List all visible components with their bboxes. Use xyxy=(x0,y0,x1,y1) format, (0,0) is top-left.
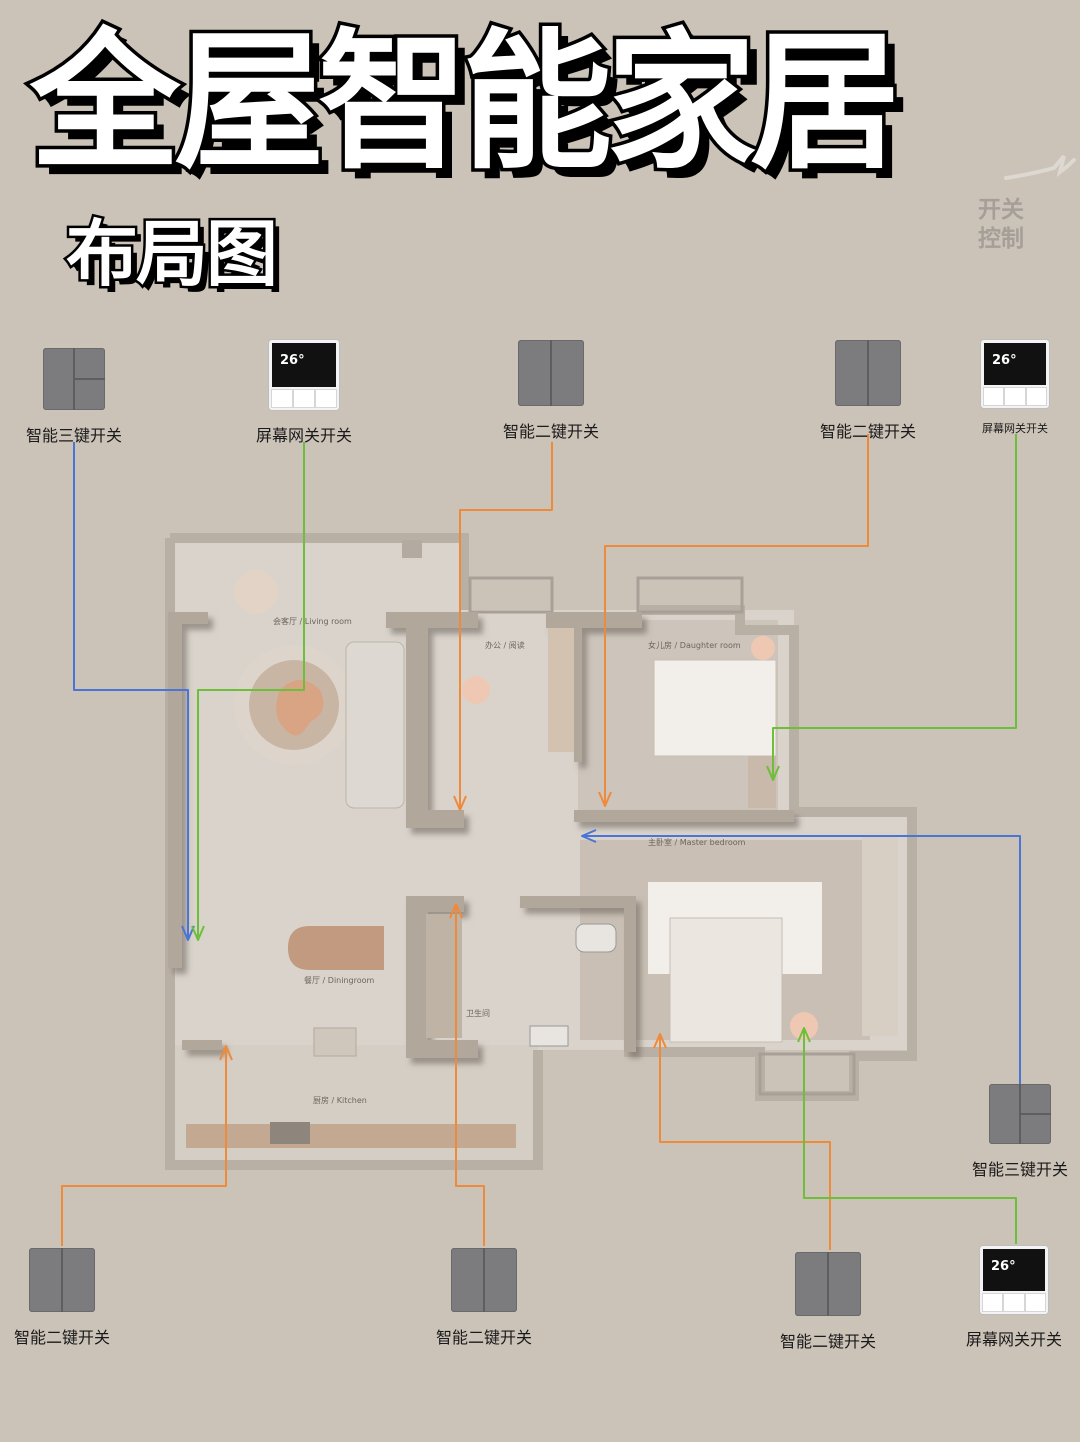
arrow-orange-3 xyxy=(219,1045,233,1061)
room-label-living: 会客厅 / Living room xyxy=(273,616,352,626)
two-key-switch-icon xyxy=(795,1252,861,1316)
device-screen-gateway-top: 26° 屏幕网关开关 xyxy=(244,340,364,446)
device-two-key-switch-bottom-center: 智能二键开关 xyxy=(424,1248,544,1348)
device-label: 智能二键开关 xyxy=(502,422,599,441)
connection-lines xyxy=(61,434,1021,1250)
three-key-switch-icon xyxy=(43,348,105,410)
furniture xyxy=(186,540,898,1148)
watermark-line2: 控制 xyxy=(978,226,1024,252)
room-label-kitchen: 厨房 / Kitchen xyxy=(313,1095,367,1105)
device-screen-gateway-top-right: 26° 屏幕网关开关 xyxy=(970,340,1060,436)
two-key-switch-icon xyxy=(835,340,901,406)
device-two-key-switch-bottom-left: 智能二键开关 xyxy=(2,1248,122,1348)
room-label-daughter: 女儿房 / Daughter room xyxy=(648,640,741,650)
balconies xyxy=(468,576,856,1096)
line-blue-1 xyxy=(73,442,189,938)
screen-temperature: 26° xyxy=(280,353,305,368)
arrow-orange-4 xyxy=(449,903,463,919)
device-label: 智能三键开关 xyxy=(25,426,122,445)
watermark-text: 开关 控制 xyxy=(978,196,1038,254)
room-label-dining: 餐厅 / Diningroom xyxy=(304,976,375,985)
two-key-switch-icon xyxy=(518,340,584,406)
page-subtitle: 布局图 xyxy=(63,212,280,296)
three-key-switch-icon xyxy=(989,1084,1051,1144)
watermark-line1: 开关 xyxy=(978,197,1024,223)
screen-temperature: 26° xyxy=(992,353,1017,368)
screen-gateway-switch-icon: 26° xyxy=(980,1246,1048,1314)
line-orange-4 xyxy=(455,906,485,1246)
device-two-key-switch-top-center: 智能二键开关 xyxy=(491,340,611,442)
page-title: 全屋智能家居 xyxy=(26,16,903,190)
arrow-green-2 xyxy=(766,765,780,781)
screen-temperature: 26° xyxy=(991,1259,1016,1274)
device-label: 智能二键开关 xyxy=(435,1328,532,1347)
two-key-switch-icon xyxy=(451,1248,517,1312)
arrow-green-1 xyxy=(191,925,205,941)
device-label: 屏幕网关开关 xyxy=(982,422,1048,435)
device-screen-gateway-bottom-right: 26° 屏幕网关开关 xyxy=(954,1246,1074,1350)
two-key-switch-icon xyxy=(29,1248,95,1312)
device-label: 智能二键开关 xyxy=(779,1332,876,1351)
line-green-3 xyxy=(803,1030,1017,1244)
arrow-blue-2 xyxy=(581,829,597,843)
device-three-key-switch-right: 智能三键开关 xyxy=(962,1084,1078,1180)
line-orange-1 xyxy=(459,442,553,808)
screen-gateway-switch-icon: 26° xyxy=(269,340,339,410)
room-label-master: 主卧室 / Master bedroom xyxy=(648,837,746,847)
line-orange-5 xyxy=(659,1036,831,1250)
arrow-orange-1 xyxy=(453,795,467,811)
device-label: 智能三键开关 xyxy=(971,1160,1068,1179)
room-labels: 会客厅 / Living room 办公 / 阅读 女儿房 / Daughter… xyxy=(273,616,746,1105)
line-green-2 xyxy=(772,434,1017,778)
watermark-logo-icon xyxy=(1004,154,1076,180)
line-green-1 xyxy=(197,442,305,938)
line-orange-2 xyxy=(604,434,869,804)
device-two-key-switch-bottom-right: 智能二键开关 xyxy=(768,1252,888,1352)
device-label: 屏幕网关开关 xyxy=(965,1330,1062,1349)
line-orange-3 xyxy=(61,1048,227,1246)
device-label: 智能二键开关 xyxy=(13,1328,110,1347)
inner-walls xyxy=(168,612,794,1058)
device-label: 屏幕网关开关 xyxy=(255,426,352,445)
arrow-blue-1 xyxy=(181,925,195,941)
line-blue-2 xyxy=(584,835,1021,1084)
room-label-bath: 卫生间 xyxy=(466,1008,490,1018)
screen-gateway-switch-icon: 26° xyxy=(981,340,1049,408)
arrow-orange-5 xyxy=(653,1033,667,1049)
arrow-green-3 xyxy=(797,1027,811,1043)
device-label: 智能二键开关 xyxy=(819,422,916,441)
room-label-office: 办公 / 阅读 xyxy=(485,640,525,650)
arrow-orange-2 xyxy=(598,791,612,807)
device-three-key-switch-top-left: 智能三键开关 xyxy=(14,348,134,446)
device-two-key-switch-top-right: 智能二键开关 xyxy=(808,340,928,442)
